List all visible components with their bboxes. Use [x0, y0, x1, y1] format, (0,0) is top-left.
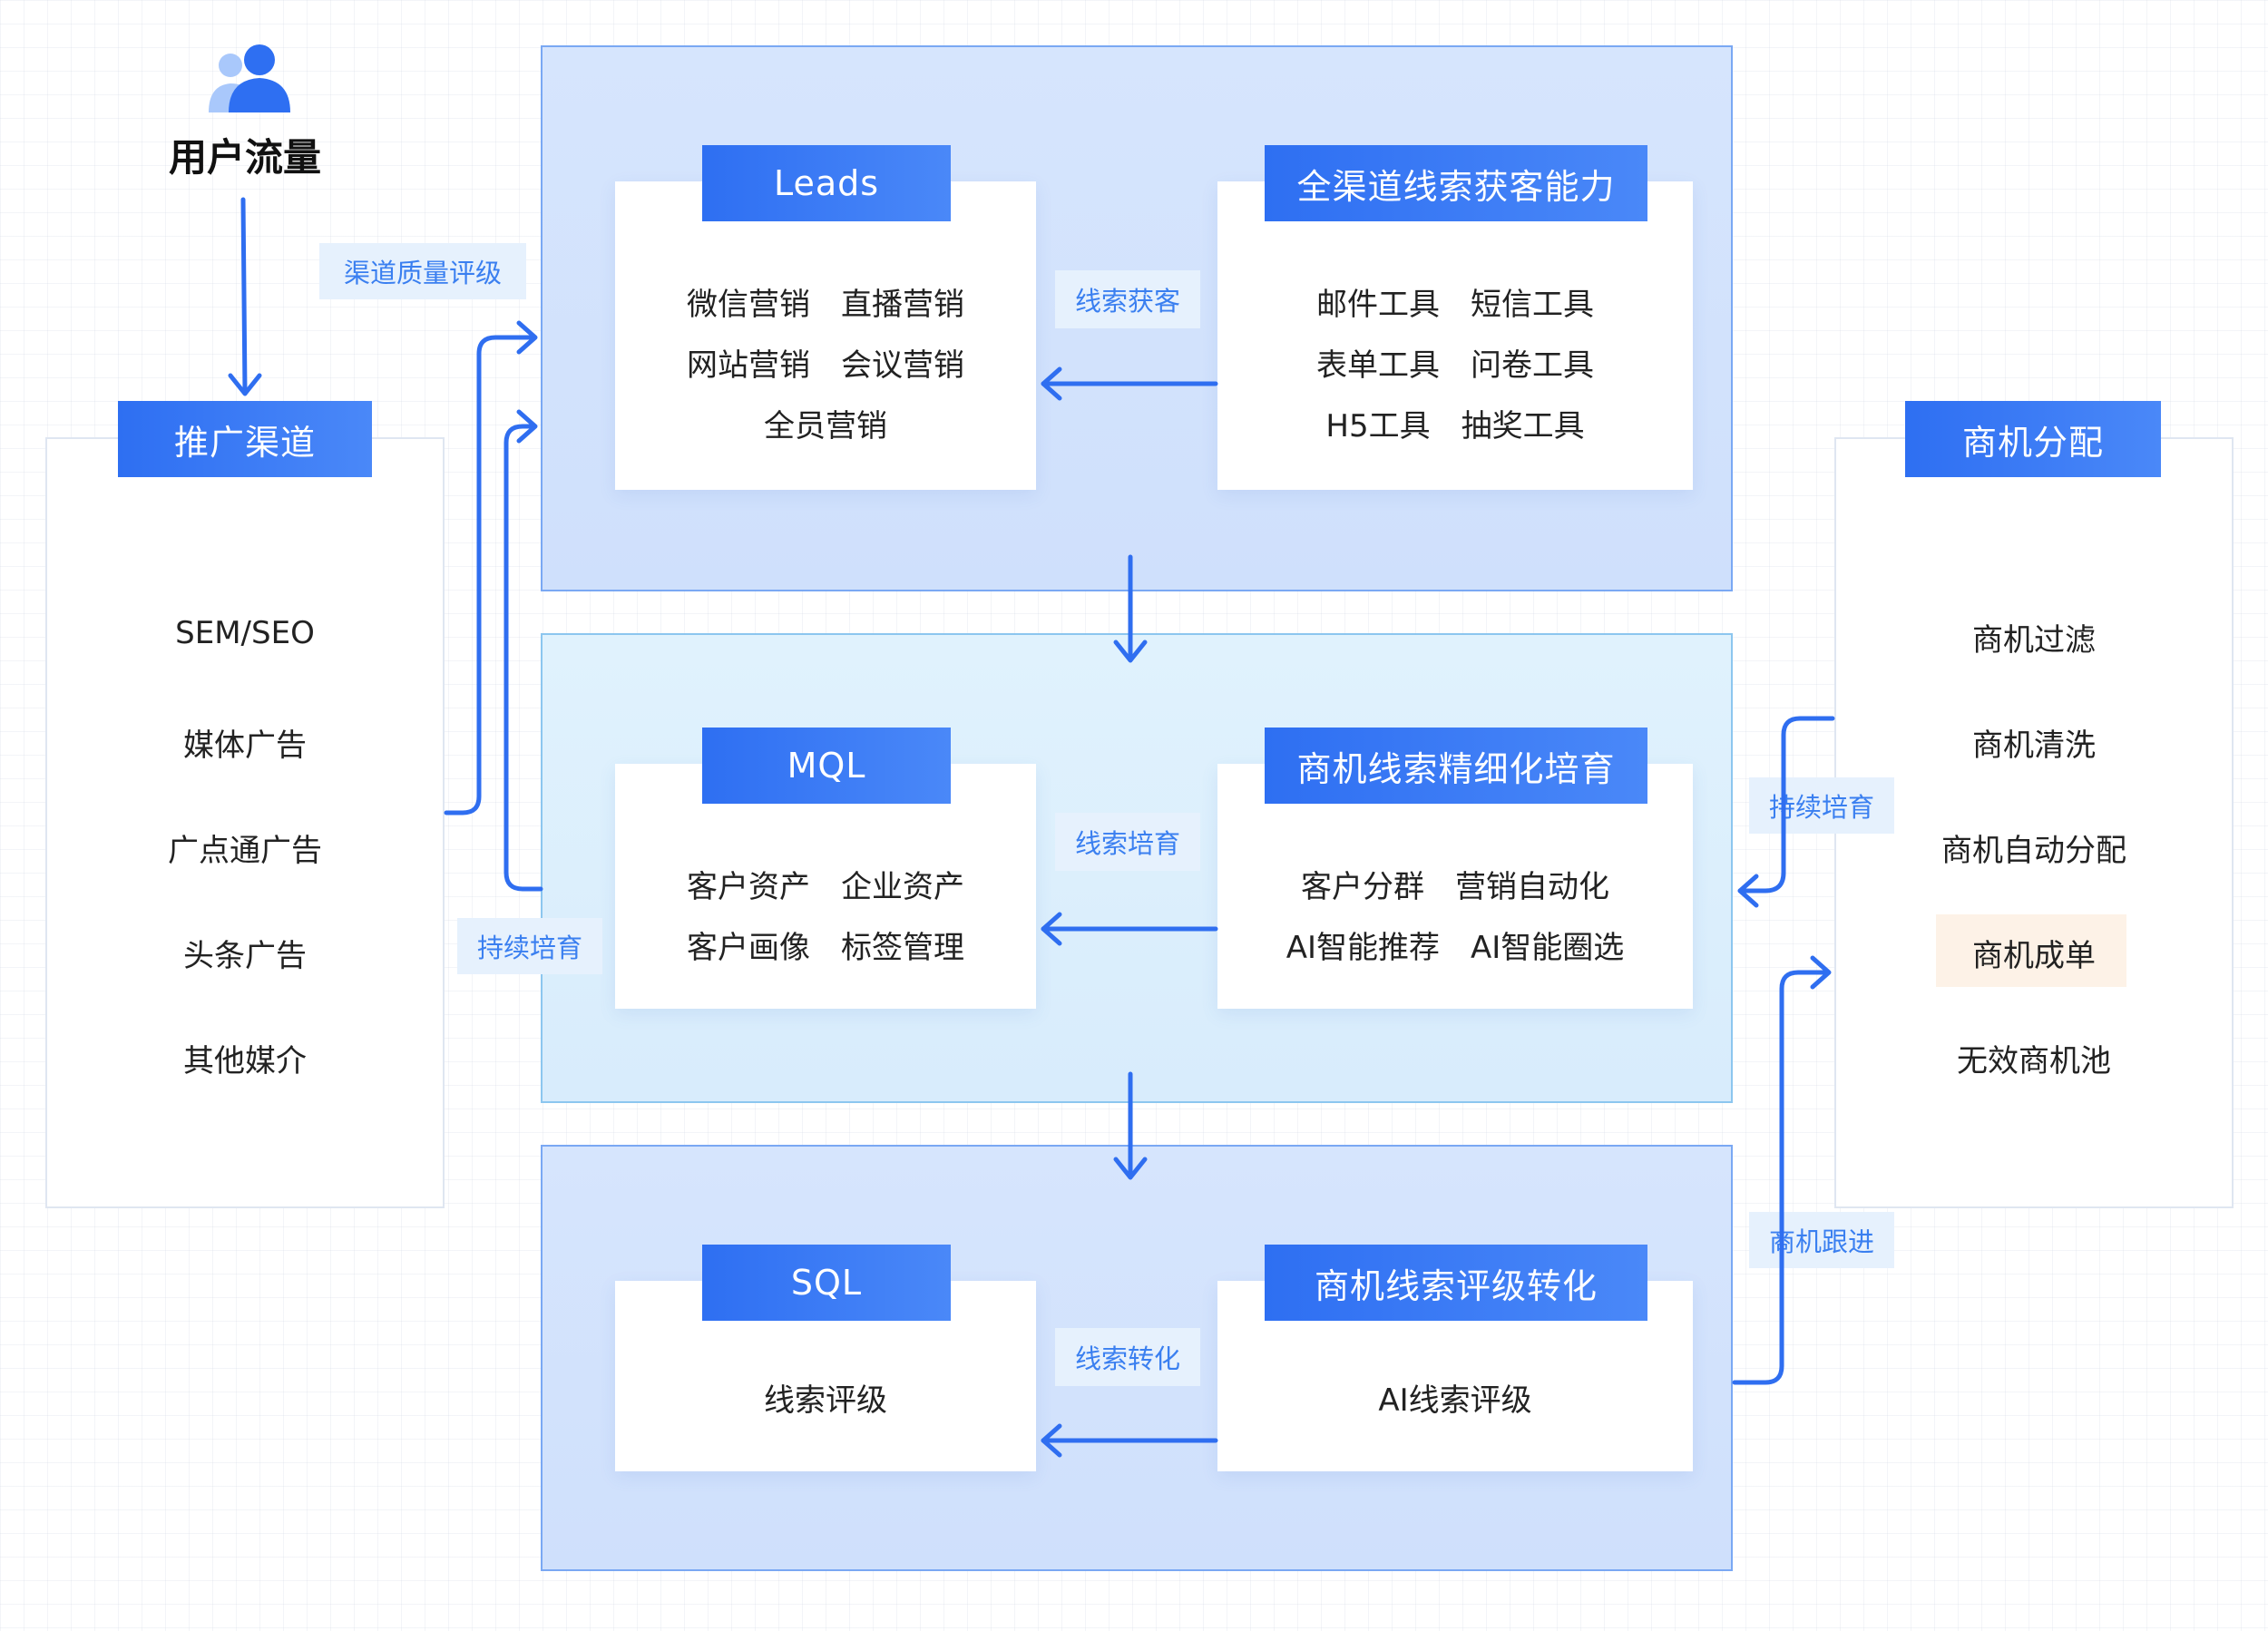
conversion-header: 商机线索评级转化: [1265, 1245, 1647, 1321]
arrow-traffic-to-channels: [240, 197, 248, 395]
opportunity-header: 商机分配: [1905, 401, 2161, 477]
leads-row: 网站营销 会议营销: [687, 347, 964, 384]
mql-card: [615, 764, 1036, 1009]
follow-up-label: 商机跟进: [1749, 1212, 1894, 1268]
sql-row: 线索评级: [764, 1382, 887, 1419]
arrowhead: [1041, 912, 1062, 946]
acquisition-header: 全渠道线索获客能力: [1265, 145, 1647, 221]
channel-quality-label: 渠道质量评级: [319, 243, 526, 299]
arrowhead: [228, 373, 262, 396]
arrowhead: [1113, 1157, 1148, 1180]
arrowhead: [1737, 874, 1759, 908]
lead-conversion-label: 线索转化: [1055, 1328, 1200, 1386]
arrowhead: [516, 320, 538, 355]
arrowhead: [1041, 366, 1062, 401]
opportunity-item-highlight: 商机成单: [1972, 938, 2096, 974]
mql-row: 客户资产 企业资产: [687, 869, 964, 905]
nurture-left-label: 持续培育: [457, 918, 602, 974]
leads-row: 全员营销: [764, 408, 887, 444]
channel-item: 广点通广告: [168, 833, 322, 869]
channel-item: 其他媒介: [183, 1043, 307, 1079]
nurture-row: 客户分群 营销自动化: [1301, 869, 1609, 905]
opportunity-item: 无效商机池: [1957, 1043, 2111, 1079]
nurture-card: [1217, 764, 1693, 1009]
opportunity-item: 商机清洗: [1972, 728, 2096, 764]
lead-nurture-label: 线索培育: [1055, 813, 1200, 871]
channel-item: SEM/SEO: [175, 615, 315, 651]
opportunity-item: 商机自动分配: [1941, 833, 2126, 869]
channels-header: 推广渠道: [118, 401, 372, 477]
arrow-channels-to-leads: [444, 335, 536, 816]
channels-panel: [45, 437, 445, 1208]
leads-header: Leads: [702, 145, 951, 221]
sql-header: SQL: [702, 1245, 951, 1321]
user-icon: [207, 42, 298, 114]
arrowhead: [1810, 955, 1832, 990]
arrowhead: [1113, 640, 1148, 663]
leads-row: 微信营销 直播营销: [687, 287, 964, 323]
opportunity-item: 商机过滤: [1972, 622, 2096, 659]
mql-header: MQL: [702, 728, 951, 804]
channel-item: 头条广告: [183, 938, 307, 974]
nurture-row: AI智能推荐 AI智能圈选: [1286, 930, 1625, 966]
arrowhead: [516, 409, 538, 444]
opportunity-highlight-bg: [1936, 914, 2126, 987]
acquisition-card: [1217, 181, 1693, 490]
acquisition-row: 邮件工具 短信工具: [1316, 287, 1594, 323]
opportunity-panel: [1834, 437, 2234, 1208]
acquisition-row: 表单工具 问卷工具: [1316, 347, 1594, 384]
arrow-nurture-to-leads: [503, 424, 543, 892]
arrow-conversion-to-opportunity: [1732, 970, 1830, 1385]
conversion-row: AI线索评级: [1378, 1382, 1532, 1419]
arrowhead: [1041, 1423, 1062, 1458]
lead-acquisition-label: 线索获客: [1055, 270, 1200, 328]
nurture-header: 商机线索精细化培育: [1265, 728, 1647, 804]
acquisition-row: H5工具 抽奖工具: [1325, 408, 1585, 444]
arrow-opportunity-to-nurture: [1737, 716, 1835, 894]
channel-item: 媒体广告: [183, 728, 307, 764]
mql-row: 客户画像 标签管理: [687, 930, 964, 966]
leads-card: [615, 181, 1036, 490]
nurture-right-label: 持续培育: [1749, 777, 1894, 834]
user-traffic-title: 用户流量: [168, 135, 321, 180]
